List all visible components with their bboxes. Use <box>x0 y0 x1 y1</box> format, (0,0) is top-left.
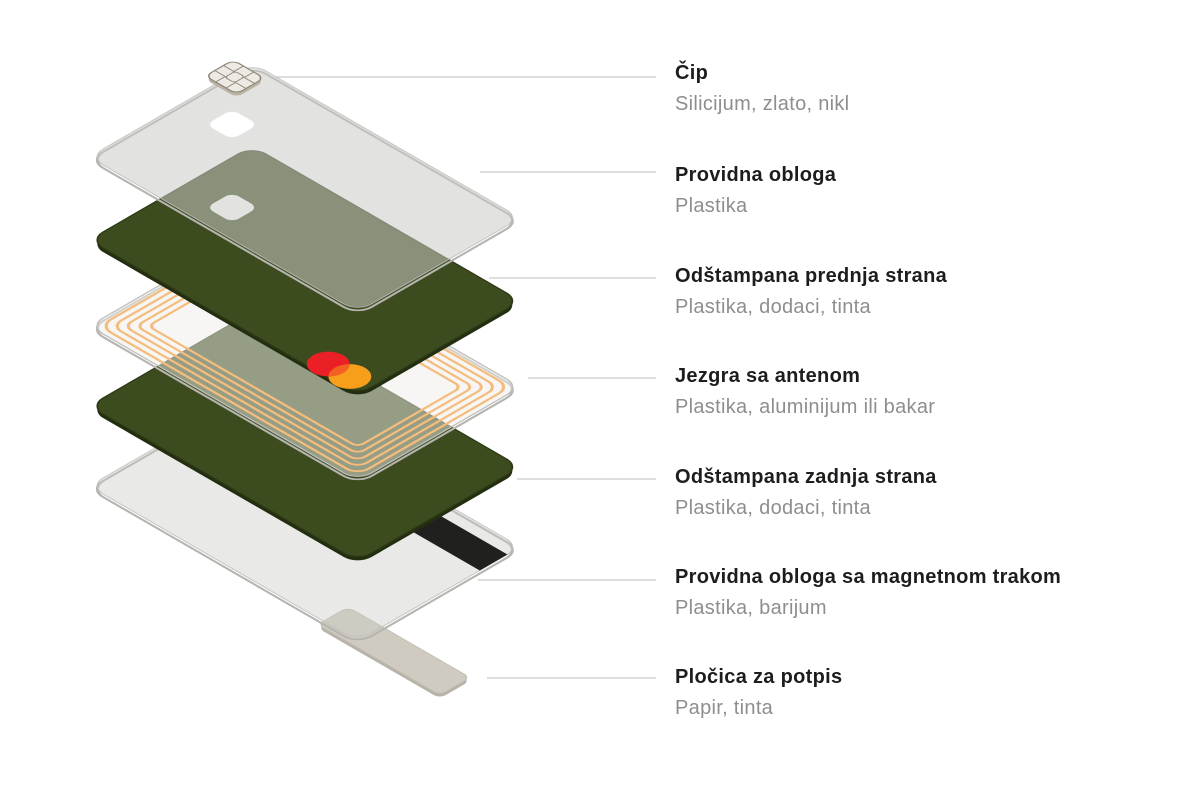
signature-plate <box>320 608 468 694</box>
signature-plate-layer <box>320 608 468 697</box>
chip-layer <box>208 61 262 96</box>
chip-contact-center <box>225 71 244 83</box>
mastercard-logo <box>306 351 372 389</box>
connector-lines <box>276 76 656 679</box>
front-overlay-card <box>96 67 514 308</box>
front-overlay-layer <box>95 67 514 312</box>
chip-window-cutout <box>210 111 255 138</box>
